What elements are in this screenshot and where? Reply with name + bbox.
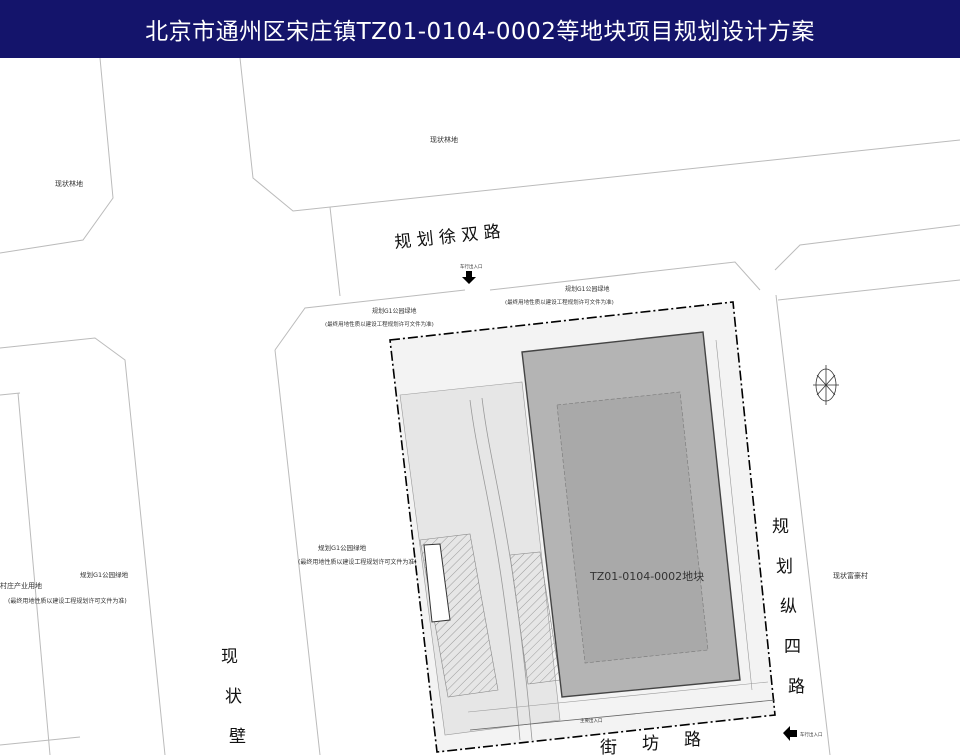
label-park-note-4: (最终用地性质以建设工程规划许可文件为准)	[8, 597, 127, 605]
road-label-east-2: 划	[776, 557, 793, 577]
road-label-east-3: 纵	[780, 597, 797, 617]
parcel-outlines	[0, 58, 960, 755]
label-parcel: TZ01-0104-0002地块	[589, 570, 704, 583]
east-entrance: 车行出入口	[783, 726, 823, 741]
road-label-east-5: 路	[788, 677, 805, 697]
road-label-south-3: 路	[684, 730, 701, 750]
label-park-4: 规划G1公园绿地	[80, 570, 129, 579]
road-label-west-2: 状	[225, 687, 242, 707]
road-label-south-2: 坊	[642, 734, 659, 754]
label-park-note-2: (最终用地性质以建设工程规划许可文件为准)	[505, 298, 614, 306]
label-park-3: 规划G1公园绿地	[318, 543, 367, 552]
label-park-note-1: (最终用地性质以建设工程规划许可文件为准)	[325, 320, 434, 328]
label-vehicle-entrance-east: 车行出入口	[800, 731, 823, 738]
page-title: 北京市通州区宋庄镇TZ01-0104-0002等地块项目规划设计方案	[0, 0, 960, 58]
label-village-industry: 村庄产业用地	[0, 581, 42, 590]
arrow-down-icon	[462, 271, 476, 284]
label-park-1: 规划G1公园绿地	[372, 307, 416, 315]
road-label-west-1: 现	[221, 647, 238, 667]
road-label-north: 规 划 徐 双 路	[393, 222, 501, 253]
label-forest-left: 现状林地	[55, 179, 83, 188]
label-vehicle-entrance-north: 车行出入口	[460, 263, 483, 270]
label-village-east: 现状富豪村	[833, 571, 868, 580]
label-park-note-3: (最终用地性质以建设工程规划许可文件为准)	[298, 558, 417, 566]
label-forest-top: 现状林地	[430, 135, 458, 144]
wind-rose-icon	[813, 365, 839, 405]
road-label-west-3: 壁	[229, 727, 246, 747]
label-main-entrance: 主要出入口	[580, 717, 603, 724]
project-site	[389, 301, 776, 753]
road-label-south-1: 街	[600, 738, 617, 755]
site-plan-map: 现状林地 现状林地 规划G1公园绿地 (最终用地性质以建设工程规划许可文件为准)…	[0, 58, 960, 755]
north-entrance: 车行出入口	[460, 263, 483, 284]
label-park-2: 规划G1公园绿地	[565, 285, 609, 293]
road-label-east-1: 规	[772, 517, 789, 537]
road-label-east-4: 四	[784, 637, 801, 657]
arrow-left-icon	[783, 726, 797, 741]
